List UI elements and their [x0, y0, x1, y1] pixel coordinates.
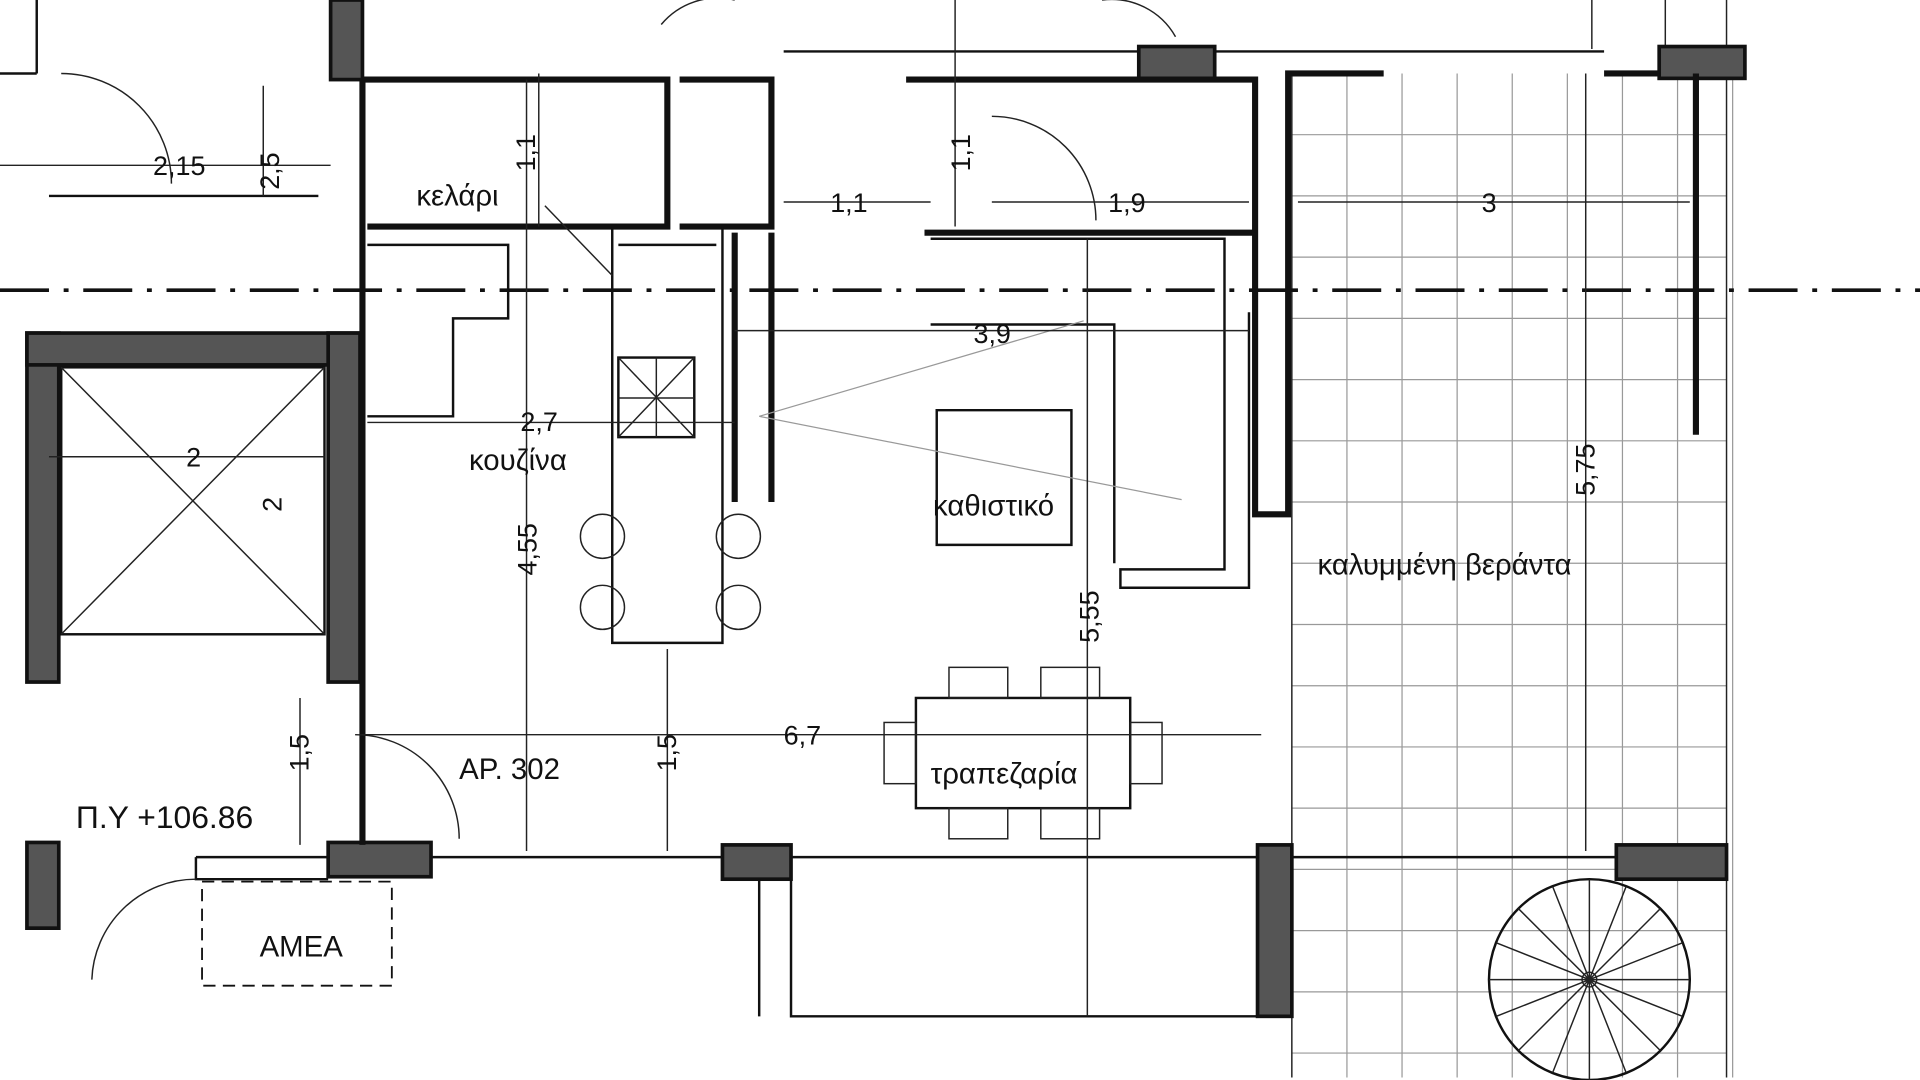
label-dining: τραπεζαρία — [931, 758, 1078, 791]
dim: 1,5 — [285, 734, 315, 771]
dim: 3 — [1482, 188, 1497, 218]
dim: 2,7 — [520, 407, 557, 437]
dimension-labels: 2,15 2,5 1,1 1,1 1,1 1,9 3 3,9 2,7 2 2 4… — [153, 134, 1600, 771]
bar-stools — [579, 513, 762, 631]
accessible-parking-outline — [201, 880, 393, 987]
veranda-tile-grid — [1291, 0, 1734, 1078]
room-labels: κελάρι κουζίνα καθιστικό τραπεζαρία καλυ… — [76, 180, 1572, 964]
door-swings — [61, 0, 1182, 980]
label-living: καθιστικό — [933, 490, 1054, 523]
dim: 6,7 — [784, 720, 821, 750]
structural-columns — [25, 0, 1747, 1019]
dim: 3,9 — [973, 319, 1010, 349]
dining-table — [883, 666, 1163, 840]
label-apartment: ΑΡ. 302 — [459, 753, 560, 786]
dim: 1,1 — [946, 134, 976, 171]
label-accessible: ΑΜΕΑ — [260, 930, 344, 963]
dim: 4,55 — [512, 523, 542, 575]
dim: 2,15 — [153, 151, 205, 181]
dim: 2 — [186, 443, 201, 473]
elevator-shaft — [60, 366, 326, 636]
dim: 2 — [258, 497, 288, 512]
label-level: Π.Υ +106.86 — [76, 799, 253, 835]
dim: 2,5 — [255, 152, 285, 189]
label-cellar: κελάρι — [416, 180, 498, 213]
dim: 5,55 — [1074, 590, 1104, 642]
spiral-staircase — [1487, 877, 1691, 1080]
label-kitchen: κουζίνα — [469, 444, 567, 477]
dim: 1,1 — [830, 188, 867, 218]
dim: 5,75 — [1570, 444, 1600, 496]
stove — [617, 356, 696, 439]
dim: 1,1 — [511, 134, 541, 171]
dimension-lines — [0, 0, 1690, 1017]
label-veranda: καλυμμένη βεράντα — [1318, 548, 1572, 581]
dim: 1,5 — [652, 734, 682, 771]
dim: 1,9 — [1108, 188, 1145, 218]
